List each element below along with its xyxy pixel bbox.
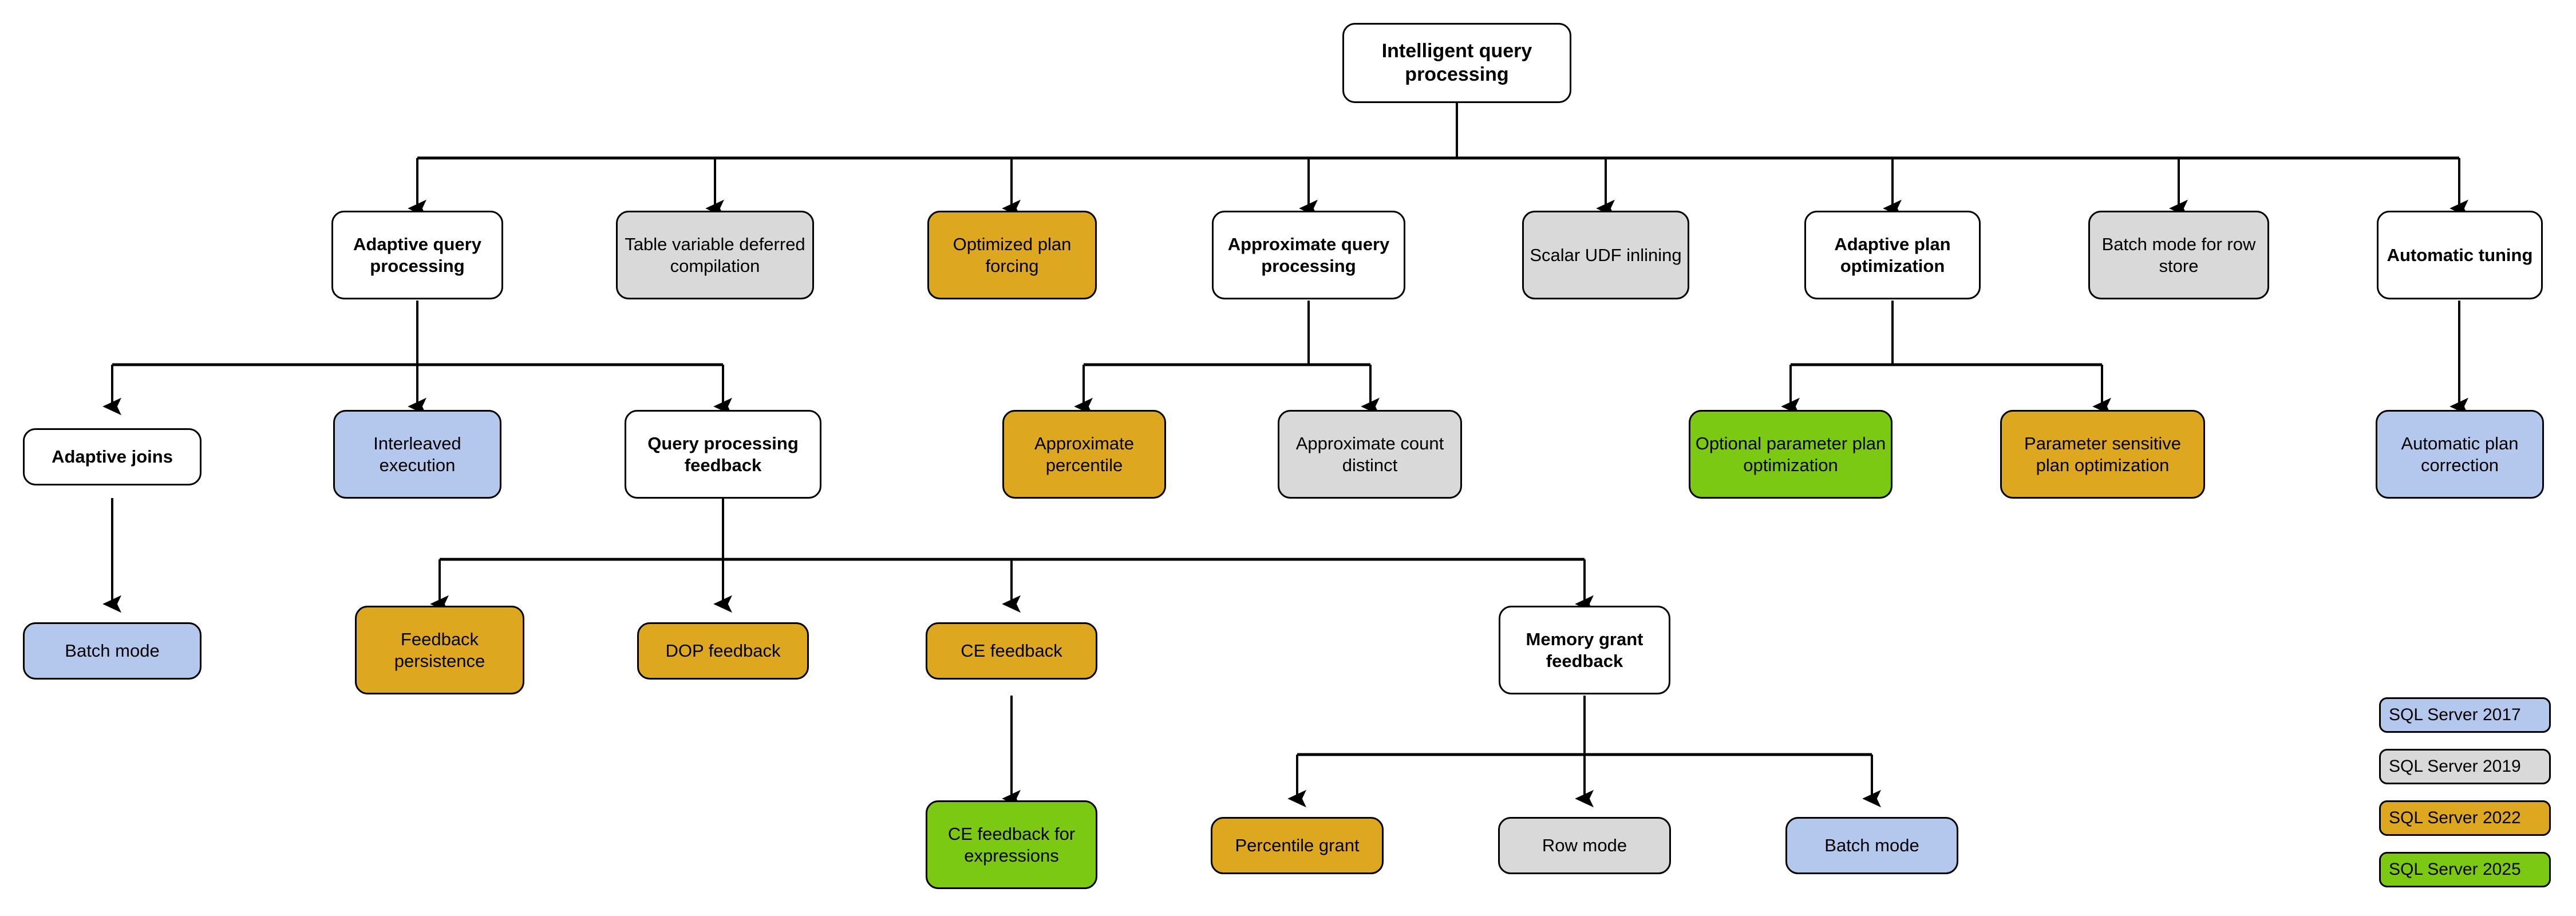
node-interleaved-execution[interactable]: Interleaved execution [333, 410, 501, 499]
node-label: Approximate count distinct [1295, 433, 1444, 475]
node-label: Approximate query processing [1227, 234, 1390, 276]
legend-item-label: SQL Server 2019 [2389, 757, 2521, 776]
legend-item-sql-server-2019[interactable]: SQL Server 2019 [2379, 749, 2551, 784]
node-row-mode[interactable]: Row mode [1498, 817, 1671, 874]
node-label: Adaptive plan optimization [1834, 234, 1951, 276]
node-label: Optional parameter plan optimization [1695, 433, 1886, 475]
node-label: CE feedback for expressions [947, 823, 1076, 866]
node-label: Feedback persistence [394, 629, 485, 671]
node-automatic-plan-correction[interactable]: Automatic plan correction [2376, 410, 2544, 499]
legend: SQL Server 2017 SQL Server 2019 SQL Serv… [2379, 697, 2562, 905]
legend-item-sql-server-2022[interactable]: SQL Server 2022 [2379, 800, 2551, 836]
node-optimized-plan-forcing[interactable]: Optimized plan forcing [927, 211, 1097, 299]
node-query-processing-feedback[interactable]: Query processing feedback [625, 410, 821, 499]
node-percentile-grant[interactable]: Percentile grant [1211, 817, 1384, 874]
node-ce-feedback-for-expressions[interactable]: CE feedback for expressions [926, 800, 1097, 889]
node-intelligent-query-processing[interactable]: Intelligent query processing [1342, 23, 1571, 103]
node-label: Parameter sensitive plan optimization [2024, 433, 2181, 475]
node-label: DOP feedback [665, 641, 781, 661]
node-label: Memory grant feedback [1526, 629, 1643, 671]
node-batch-mode[interactable]: Batch mode [23, 622, 202, 680]
node-label: Row mode [1542, 835, 1627, 856]
node-label: Percentile grant [1235, 835, 1360, 856]
node-label: Batch mode [65, 641, 160, 661]
node-batch-mode-for-row-store[interactable]: Batch mode for row store [2088, 211, 2269, 299]
node-label: Intelligent query processing [1381, 40, 1532, 85]
node-batch-mode-memory-grant[interactable]: Batch mode [1785, 817, 1958, 874]
node-feedback-persistence[interactable]: Feedback persistence [355, 606, 524, 694]
node-label: Adaptive query processing [353, 234, 481, 276]
node-approximate-count-distinct[interactable]: Approximate count distinct [1278, 410, 1462, 499]
node-adaptive-query-processing[interactable]: Adaptive query processing [331, 211, 503, 299]
node-parameter-sensitive-plan-optimization[interactable]: Parameter sensitive plan optimization [2000, 410, 2205, 499]
node-automatic-tuning[interactable]: Automatic tuning [2377, 211, 2543, 299]
legend-item-label: SQL Server 2017 [2389, 705, 2521, 724]
legend-item-label: SQL Server 2022 [2389, 808, 2521, 827]
node-approximate-query-processing[interactable]: Approximate query processing [1212, 211, 1405, 299]
node-label: Batch mode for row store [2101, 234, 2256, 276]
legend-item-label: SQL Server 2025 [2389, 860, 2521, 879]
node-label: Interleaved execution [373, 433, 461, 475]
node-ce-feedback[interactable]: CE feedback [926, 622, 1097, 680]
node-memory-grant-feedback[interactable]: Memory grant feedback [1499, 606, 1670, 694]
node-label: Scalar UDF inlining [1530, 244, 1682, 265]
node-label: Table variable deferred compilation [625, 234, 805, 276]
node-label: Batch mode [1824, 835, 1919, 856]
node-adaptive-plan-optimization[interactable]: Adaptive plan optimization [1804, 211, 1981, 299]
legend-item-sql-server-2017[interactable]: SQL Server 2017 [2379, 697, 2551, 733]
node-approximate-percentile[interactable]: Approximate percentile [1002, 410, 1166, 499]
node-table-variable-deferred-compilation[interactable]: Table variable deferred compilation [616, 211, 814, 299]
node-label: CE feedback [961, 641, 1062, 661]
node-label: Query processing feedback [647, 433, 799, 475]
node-adaptive-joins[interactable]: Adaptive joins [23, 428, 202, 485]
node-label: Automatic plan correction [2401, 433, 2519, 475]
node-optional-parameter-plan-optimization[interactable]: Optional parameter plan optimization [1689, 410, 1893, 499]
legend-item-sql-server-2025[interactable]: SQL Server 2025 [2379, 852, 2551, 887]
node-label: Approximate percentile [1034, 433, 1135, 475]
node-scalar-udf-inlining[interactable]: Scalar UDF inlining [1522, 211, 1689, 299]
node-label: Automatic tuning [2387, 244, 2533, 265]
node-label: Adaptive joins [52, 447, 173, 467]
node-label: Optimized plan forcing [953, 234, 1072, 276]
node-dop-feedback[interactable]: DOP feedback [637, 622, 809, 680]
